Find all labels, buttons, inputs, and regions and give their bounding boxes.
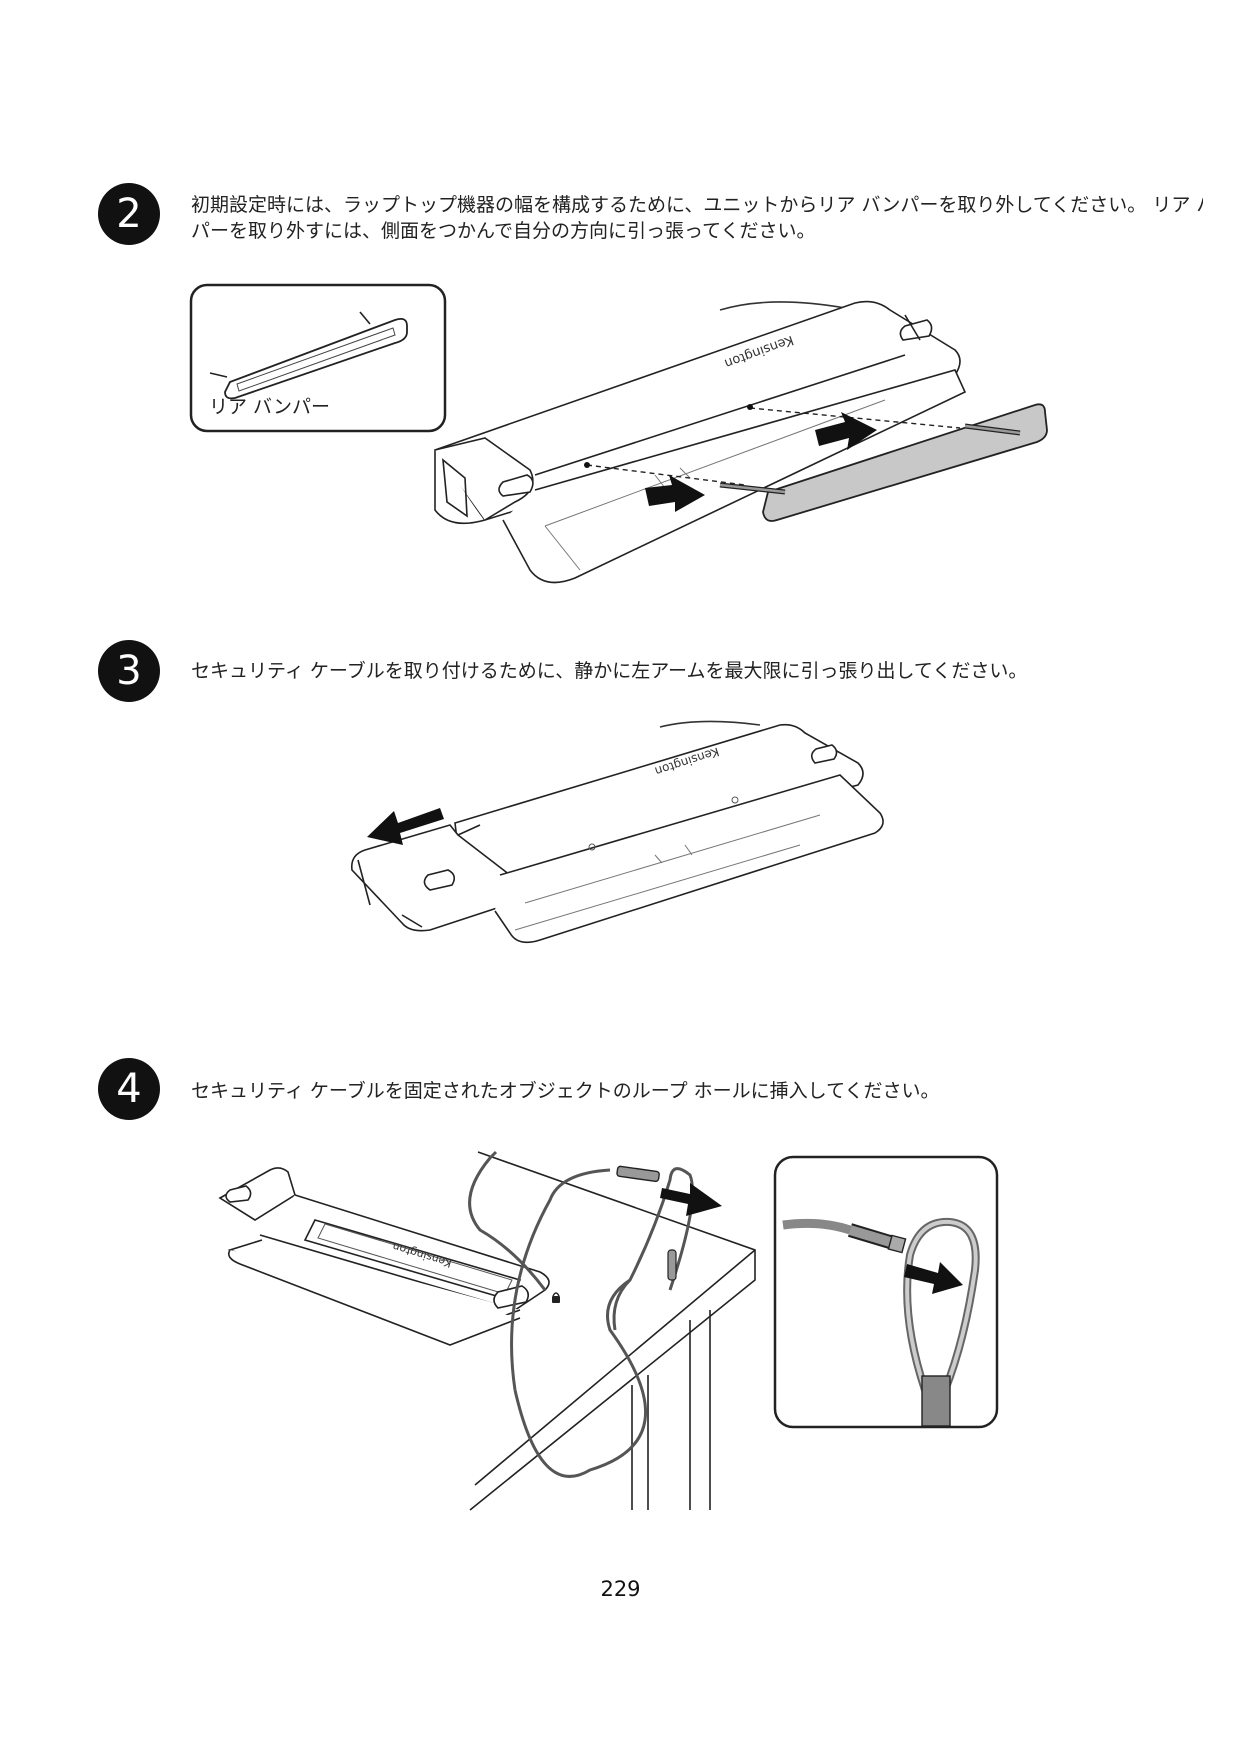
step-3-line-1: セキュリティ ケーブルを取り付けるために、静かに左アームを最大限に引っ張り出して… xyxy=(191,660,1028,682)
security-cable xyxy=(468,1150,694,1478)
step-2-instruction: 初期設定時には、ラップトップ機器の幅を構成するために、ユニットからリア バンパー… xyxy=(191,192,1203,244)
step-4-line-1: セキュリティ ケーブルを固定されたオブジェクトのループ ホールに挿入してください… xyxy=(191,1080,940,1102)
step-2-line-1: 初期設定時には、ラップトップ機器の幅を構成するために、ユニットからリア バンパー… xyxy=(191,194,1203,216)
dock-rear-bumper-removal-drawing: リア バンパー Kensington xyxy=(189,283,1048,584)
page-number: 229 xyxy=(600,1577,641,1601)
dock-body xyxy=(434,300,967,584)
step-4-badge: 4 xyxy=(98,1058,160,1120)
table-edge xyxy=(469,1151,756,1511)
rear-bumper-part xyxy=(719,403,1048,522)
step-2-number: 2 xyxy=(116,191,142,237)
step-4-instruction: セキュリティ ケーブルを固定されたオブジェクトのループ ホールに挿入してください… xyxy=(191,1078,1203,1104)
security-cable-loop-drawing: Kensington xyxy=(218,1150,999,1511)
arrow-right-icon xyxy=(645,475,705,512)
cable-loop-detail-icon xyxy=(782,1217,980,1427)
dock-arm-extension-drawing: Kensington xyxy=(350,720,884,944)
step-3-instruction: セキュリティ ケーブルを取り付けるために、静かに左アームを最大限に引っ張り出して… xyxy=(191,658,1203,684)
arrow-right-icon xyxy=(815,412,877,450)
step-3-number: 3 xyxy=(116,648,142,694)
rear-bumper-inset-icon xyxy=(209,311,408,400)
arrow-left-icon xyxy=(367,808,444,845)
arrow-right-icon xyxy=(660,1183,722,1216)
dock-body xyxy=(350,723,884,944)
step-2-badge: 2 xyxy=(98,183,160,245)
detail-inset-box xyxy=(773,1155,999,1429)
step-3-badge: 3 xyxy=(98,640,160,702)
inset-label: リア バンパー xyxy=(209,396,330,418)
step-2-line-2: パーを取り外すには、側面をつかんで自分の方向に引っ張ってください。 xyxy=(191,220,816,242)
step-4-illustration: Kensington xyxy=(200,1140,1020,1530)
step-3-illustration: Kensington xyxy=(340,715,900,955)
step-2-illustration: リア バンパー Kensington xyxy=(185,280,1065,600)
lock-icon xyxy=(552,1292,560,1303)
dock-body xyxy=(218,1167,550,1346)
step-4-number: 4 xyxy=(116,1066,142,1112)
